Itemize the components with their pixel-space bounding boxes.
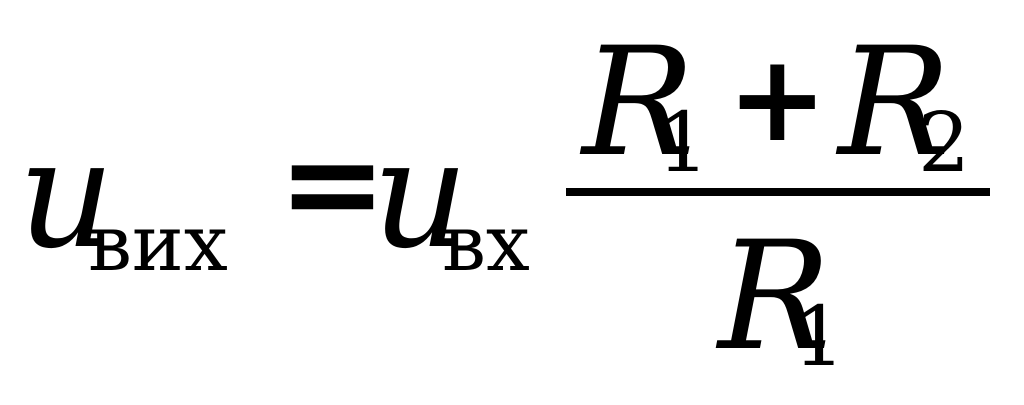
output-voltage-subscript: вих [88, 199, 228, 289]
input-voltage-subscript: вх [442, 199, 530, 289]
numerator-r1-symbol: R [582, 16, 695, 190]
input-voltage-symbol: u [372, 108, 469, 282]
equals-sign: = [278, 107, 387, 259]
numerator-r2-symbol: R [838, 16, 951, 190]
plus-sign: + [727, 30, 828, 169]
denominator-r1-symbol: R [718, 210, 831, 384]
fraction-bar [566, 188, 990, 196]
output-voltage-symbol: u [18, 108, 115, 282]
denominator-r1-subscript: 1 [793, 290, 846, 385]
numerator-r2-subscript: 2 [918, 96, 971, 191]
numerator-r1-subscript: 1 [657, 96, 710, 191]
